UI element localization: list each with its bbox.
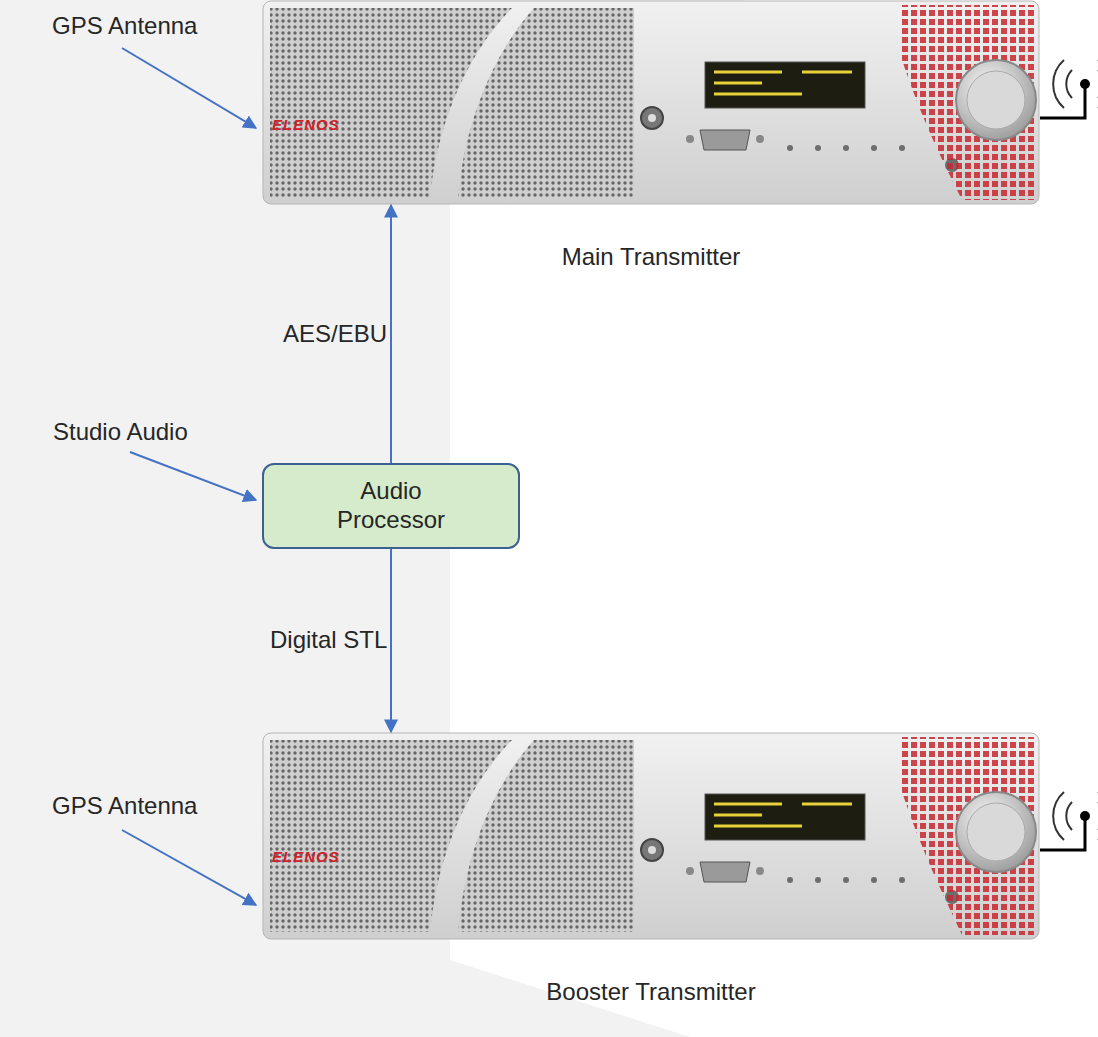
transmitter-chassis <box>262 0 1040 205</box>
callout-label: GPS Antenna <box>52 12 197 41</box>
process-box: Audio Processor <box>262 463 520 549</box>
brand-logo: ELENOS <box>272 848 340 866</box>
brand-logo: ELENOS <box>272 116 340 134</box>
transmitter-unit: Main Transmitter <box>262 0 1040 205</box>
transmitter-unit: Booster Transmitter <box>262 732 1040 940</box>
signal-arrow <box>390 549 392 732</box>
edge-label: Digital STL <box>270 626 387 655</box>
edge-label: AES/EBU <box>283 320 387 349</box>
unit-label: Booster Transmitter <box>262 978 1040 1007</box>
transmitter-chassis <box>262 732 1040 940</box>
unit-label: Main Transmitter <box>262 243 1040 272</box>
signal-arrow <box>390 205 392 463</box>
callout-label: Studio Audio <box>53 418 188 447</box>
callout-label: GPS Antenna <box>52 792 197 821</box>
box-label: Audio Processor <box>311 477 471 535</box>
